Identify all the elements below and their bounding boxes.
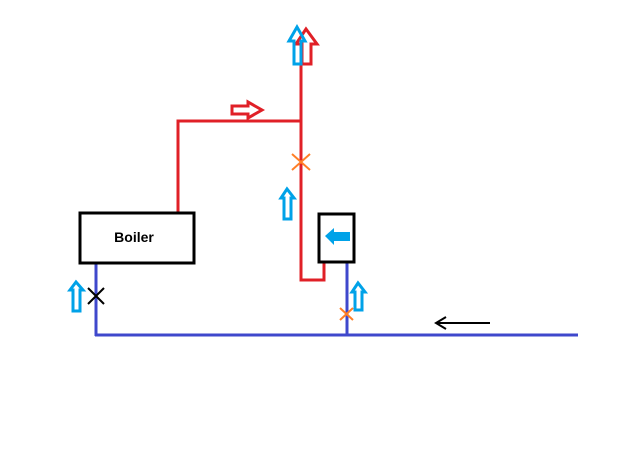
left-arrow-icon: [434, 316, 490, 330]
hot-supply-pipe: [176, 60, 303, 212]
boiler-box: [78, 211, 196, 265]
valve-x-icon: [291, 153, 311, 171]
up-arrow-icon: [349, 280, 369, 312]
boiler-label: Boiler: [114, 229, 154, 245]
tank: [317, 212, 356, 264]
up-arrow-icon: [286, 23, 308, 66]
right-arrow-icon: [230, 99, 266, 121]
up-arrow-icon: [67, 279, 87, 313]
left-arrow-icon: [325, 228, 350, 245]
up-arrow-icon: [293, 26, 320, 66]
boiler: Boiler: [78, 211, 196, 265]
valve-x-icon: [87, 287, 105, 305]
valve-x-icon: [339, 307, 354, 321]
up-arrow-icon: [278, 186, 298, 221]
hot-tank-pipe: [299, 121, 326, 282]
cold-return-pipe: [94, 262, 578, 337]
